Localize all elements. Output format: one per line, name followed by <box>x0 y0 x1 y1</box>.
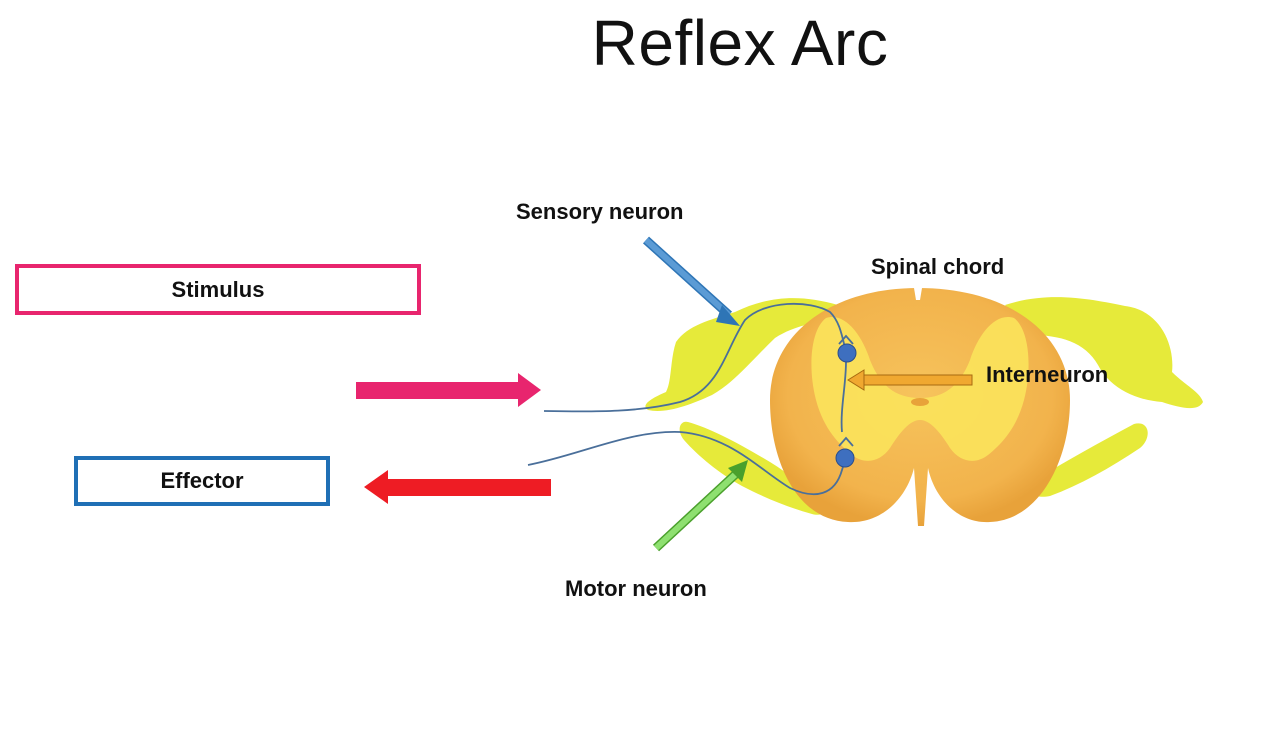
sensory-neuron-label: Sensory neuron <box>516 199 684 224</box>
motor-neuron-label: Motor neuron <box>565 576 707 601</box>
left-nerve-roots <box>645 298 838 515</box>
effector-arrow <box>364 470 551 504</box>
stimulus-arrow <box>356 373 541 407</box>
right-nerve-roots <box>1005 297 1203 497</box>
spinal-chord-label: Spinal chord <box>871 254 1005 279</box>
motor-neuron-cell-body <box>835 448 855 468</box>
synapse-marks <box>838 334 854 447</box>
sensory-neuron-pointer <box>642 236 740 326</box>
interneuron-cell-body <box>837 343 857 363</box>
motor-neuron-path <box>527 431 846 496</box>
stimulus-label: Stimulus <box>171 276 265 302</box>
effector-label: Effector <box>160 468 244 493</box>
sensory-neuron-path <box>543 302 847 413</box>
interneuron-label: Interneuron <box>986 362 1109 387</box>
interneuron-path <box>840 361 847 433</box>
interneuron-pointer <box>847 369 973 391</box>
effector-box: Effector <box>74 456 330 506</box>
stimulus-box: Stimulus <box>15 264 421 315</box>
spinal-cord <box>770 288 1070 526</box>
page-title: Reflex Arc <box>591 7 889 79</box>
neuron-pathways <box>527 302 847 496</box>
motor-neuron-pointer <box>652 460 748 552</box>
